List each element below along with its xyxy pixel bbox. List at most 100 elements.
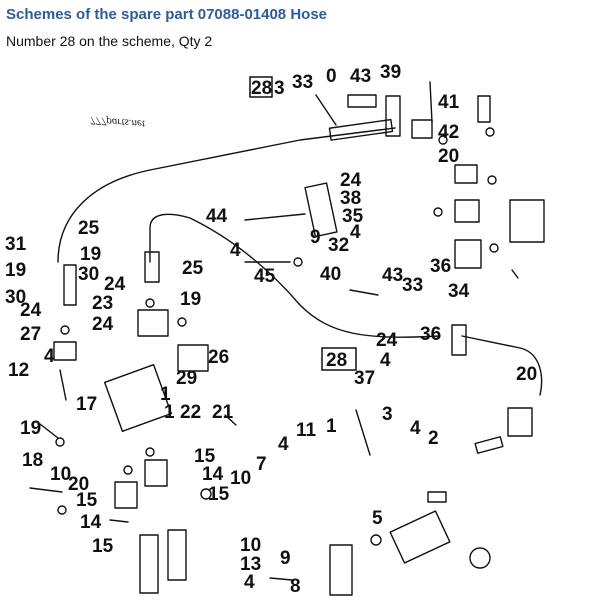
label-36-top: 36 xyxy=(430,256,451,277)
fitting-30-left xyxy=(144,251,160,283)
label-29: 29 xyxy=(176,368,197,389)
callout-box-28-top xyxy=(249,76,273,98)
fitting-28-right xyxy=(451,324,467,356)
label-20-top: 20 xyxy=(438,146,459,167)
label-4-hose: 4 xyxy=(230,240,241,261)
washer-15 xyxy=(200,488,212,500)
leader-12 xyxy=(224,414,237,426)
label-35: 35 xyxy=(342,206,364,227)
housing-right xyxy=(509,199,545,243)
label-5: 5 xyxy=(372,508,383,529)
label-0: 0 xyxy=(326,66,337,87)
label-15-left: 15 xyxy=(76,490,98,511)
leader-8 xyxy=(29,487,63,493)
washer-14 xyxy=(487,175,497,185)
label-25-left: 25 xyxy=(78,218,100,239)
label-18: 18 xyxy=(22,450,43,471)
hose-line-main xyxy=(149,213,441,338)
label-9-lower: 9 xyxy=(280,548,291,569)
label-43-top: 43 xyxy=(350,66,371,87)
pipe-lower-left xyxy=(139,534,159,594)
washer-11 xyxy=(145,447,155,457)
label-14-left: 14 xyxy=(80,512,102,533)
washer-6 xyxy=(60,325,70,335)
label-25-mid: 25 xyxy=(182,258,204,279)
label-30-left: 30 xyxy=(5,287,26,308)
page-header: Schemes of the spare part 07088-01408 Ho… xyxy=(0,0,600,58)
oring-lower xyxy=(469,547,491,569)
label-1-right: 1 xyxy=(326,416,337,437)
leader-9 xyxy=(269,577,293,581)
label-39: 39 xyxy=(380,62,401,83)
washer-7 xyxy=(145,298,155,308)
label-33-mid: 33 xyxy=(402,275,423,296)
fitting-20-lower xyxy=(114,481,138,509)
pipe-lower-mid xyxy=(167,529,187,581)
label-2: 2 xyxy=(428,428,439,449)
label-19-center: 19 xyxy=(180,289,201,310)
washer-3 xyxy=(433,207,443,217)
bracket-24-38 xyxy=(304,182,338,238)
block-right-lower xyxy=(507,407,533,437)
label-10-center: 10 xyxy=(230,468,251,489)
label-4-right: 4 xyxy=(410,418,421,439)
label-4-center: 4 xyxy=(278,434,289,455)
callout-box-28-mid xyxy=(321,347,357,371)
label-17: 17 xyxy=(76,394,97,415)
washer-10 xyxy=(123,465,133,475)
label-20-lower: 20 xyxy=(68,474,89,495)
block-20 xyxy=(454,164,478,184)
label-30-mid: 30 xyxy=(78,264,99,285)
label-11: 11 xyxy=(296,420,317,441)
washer-5 xyxy=(293,257,303,267)
label-3-right: 3 xyxy=(382,404,393,425)
label-1-lower: 1 xyxy=(164,402,175,423)
label-24-right: 24 xyxy=(376,330,398,351)
clamp-right-top xyxy=(411,119,433,139)
label-31: 31 xyxy=(5,234,27,255)
page-title: Schemes of the spare part 07088-01408 Ho… xyxy=(6,6,327,23)
leader-11 xyxy=(355,409,371,456)
watermark: 777parts.net xyxy=(89,114,146,130)
fitting-19-left xyxy=(63,264,77,306)
block-26 xyxy=(177,344,209,372)
label-34: 34 xyxy=(448,281,470,302)
bolt-top xyxy=(347,94,377,108)
label-14-center: 14 xyxy=(202,464,224,485)
label-27: 27 xyxy=(20,324,41,345)
leader-6 xyxy=(59,369,67,401)
label-24-mid: 24 xyxy=(340,170,362,191)
washer-12 xyxy=(57,505,67,515)
label-24-block: 24 xyxy=(92,314,114,335)
label-38: 38 xyxy=(340,188,361,209)
washer-8 xyxy=(177,317,187,327)
label-24-left: 24 xyxy=(20,300,42,321)
bolt-41 xyxy=(477,95,491,123)
label-37: 37 xyxy=(354,368,375,389)
label-23: 23 xyxy=(92,293,113,314)
label-12: 12 xyxy=(8,360,29,381)
label-22: 22 xyxy=(180,402,201,423)
page-subtitle: Number 28 on the scheme, Qty 2 xyxy=(6,33,213,49)
label-26: 26 xyxy=(208,347,229,368)
label-4-mid: 4 xyxy=(350,222,361,243)
label-4-lower: 4 xyxy=(244,572,255,593)
label-13: 13 xyxy=(240,554,261,575)
fitting-14-lower xyxy=(144,459,168,487)
block-right-low xyxy=(454,239,482,269)
label-19-mid-left: 19 xyxy=(80,244,101,265)
washer-2 xyxy=(438,135,448,145)
label-42: 42 xyxy=(438,122,459,143)
parts-scheme: 777parts.net 28 3 33 0 43 39 41 42 20 24… xyxy=(0,58,600,600)
label-45: 45 xyxy=(254,266,276,287)
label-32: 32 xyxy=(328,235,349,256)
leader-2 xyxy=(429,81,433,123)
block-4-left xyxy=(53,341,77,361)
label-1-valve: 1 xyxy=(160,384,171,405)
bracket-lower xyxy=(329,544,353,596)
washer-13 xyxy=(370,534,382,546)
label-33: 33 xyxy=(292,72,313,93)
label-36-right: 36 xyxy=(420,324,441,345)
label-24-upper: 24 xyxy=(104,274,126,295)
label-4-left: 4 xyxy=(44,346,55,367)
